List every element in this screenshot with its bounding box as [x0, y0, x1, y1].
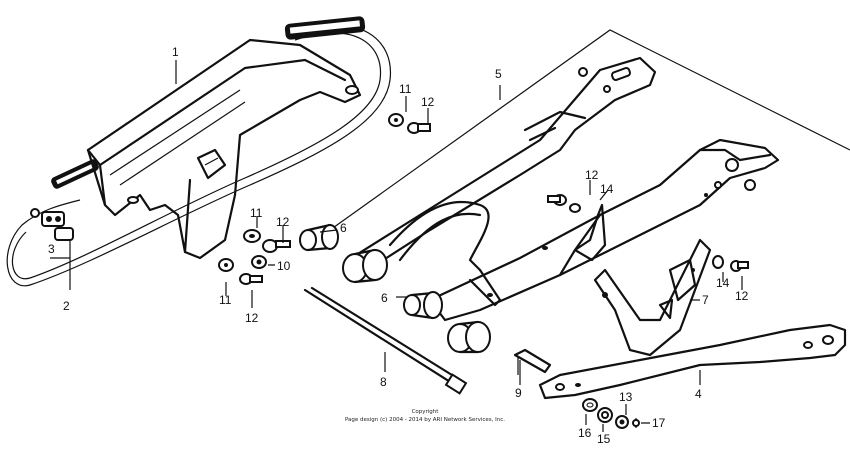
hardware-bottom — [582, 398, 640, 429]
callout-12-low: 12 — [245, 311, 259, 325]
callout-1: 1 — [172, 45, 179, 59]
cotter-pin — [513, 348, 552, 375]
chain-links-top — [284, 16, 366, 40]
callout-2: 2 — [63, 299, 70, 313]
hardware-top — [388, 113, 431, 134]
hardware-chain-case — [218, 229, 291, 285]
callout-5: 5 — [495, 67, 502, 81]
pivot-bolt — [303, 286, 468, 395]
callout-10: 10 — [277, 259, 291, 273]
callout-12-far-right: 12 — [735, 289, 749, 303]
callout-14-right: 14 — [716, 276, 730, 290]
brake-torque-link — [538, 323, 847, 400]
hardware-right — [547, 194, 749, 272]
copyright-title: Copyright — [412, 409, 440, 415]
callout-11-low: 11 — [219, 293, 232, 307]
callout-17: 17 — [652, 416, 666, 430]
callout-labels: 1 2 3 4 5 6 6 7 8 9 10 11 11 11 12 12 12… — [48, 45, 749, 446]
callout-12-top: 12 — [421, 95, 435, 109]
chain-case — [86, 38, 362, 260]
leader-lines — [175, 60, 743, 432]
callout-8: 8 — [380, 375, 387, 389]
callout-6-bottom: 6 — [381, 291, 388, 305]
callout-7: 7 — [702, 293, 709, 307]
callout-16: 16 — [578, 426, 592, 440]
chain-slider — [593, 238, 712, 357]
callout-9: 9 — [515, 386, 522, 400]
callout-15: 15 — [597, 432, 611, 446]
chain-links-left — [51, 159, 99, 189]
callout-12-right: 12 — [585, 168, 599, 182]
callout-11-top: 11 — [399, 82, 412, 96]
copyright-text: Page design (c) 2004 - 2014 by ARI Netwo… — [345, 417, 505, 423]
drive-chain — [6, 16, 392, 287]
swing-arm — [343, 56, 780, 322]
chain-master-link — [30, 208, 74, 241]
callout-3: 3 — [48, 242, 55, 256]
callout-14-mid: 14 — [600, 182, 614, 196]
pivot-bushings — [299, 223, 491, 354]
callout-6-top: 6 — [340, 221, 347, 235]
callout-12-mid: 12 — [276, 215, 290, 229]
callout-13: 13 — [619, 390, 633, 404]
callout-11-mid: 11 — [250, 206, 263, 220]
callout-4: 4 — [695, 387, 702, 401]
leader-lines-2-3 — [50, 240, 71, 290]
swingarm-group-outline — [329, 29, 850, 231]
